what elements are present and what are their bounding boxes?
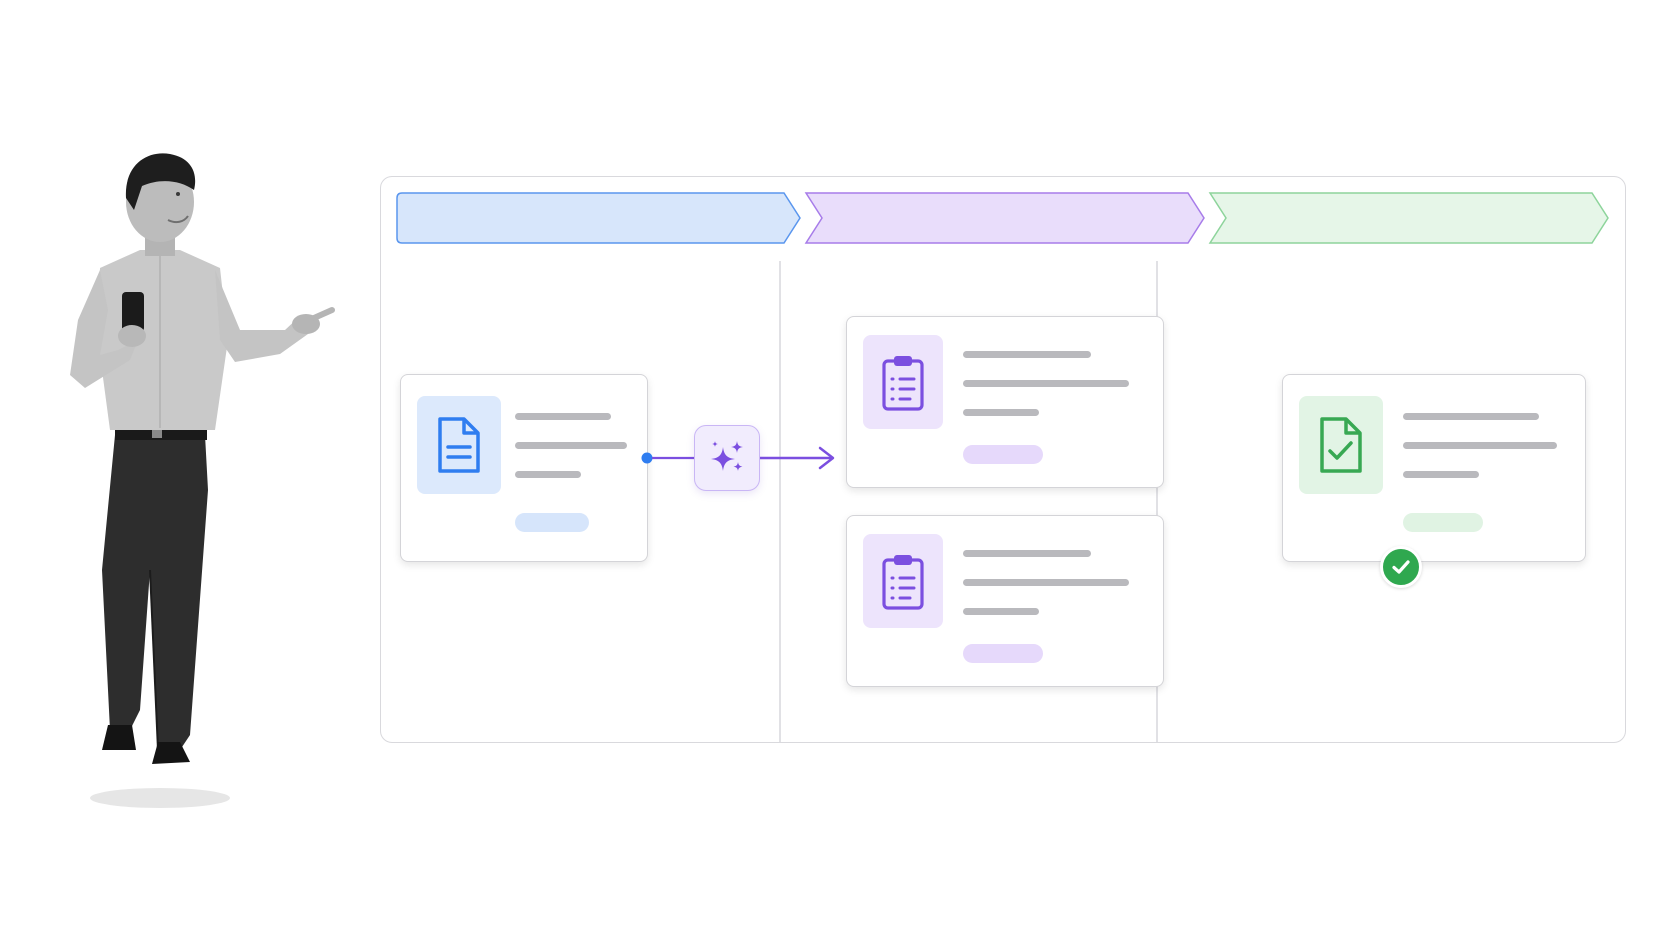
connector-dot [641,452,653,464]
status-pill [1403,513,1483,532]
document-icon [438,417,480,473]
stage-header-bar [396,192,1609,244]
document-check-icon [1320,417,1362,473]
clipboard-list-icon [882,356,924,411]
placeholder-line [515,442,627,449]
placeholder-line [515,471,581,478]
clipboard-list-icon [882,555,924,610]
card-ai-output-checklist-1[interactable] [846,316,1164,488]
card-source-document[interactable] [400,374,648,562]
card-approved-document[interactable] [1282,374,1586,562]
placeholder-line [515,413,611,420]
approved-check-badge [1380,546,1422,588]
sparkles-icon [711,441,743,471]
clipboard-icon-tile [863,534,943,628]
placeholder-line [963,351,1091,358]
check-icon [1392,560,1410,574]
placeholder-line [963,380,1129,387]
placeholder-line [963,608,1039,615]
status-pill [515,513,589,532]
clipboard-icon-tile [863,335,943,429]
placeholder-line [1403,442,1557,449]
placeholder-line [1403,413,1539,420]
column-divider [779,261,781,742]
placeholder-line [963,579,1129,586]
placeholder-line [963,550,1091,557]
placeholder-line [963,409,1039,416]
status-pill [963,644,1043,663]
placeholder-line [1403,471,1479,478]
arrow-head-icon [818,446,835,470]
card-ai-output-checklist-2[interactable] [846,515,1164,687]
status-pill [963,445,1043,464]
person-illustration [70,153,335,808]
stage-chevron-intake[interactable] [396,192,801,244]
document-icon-tile [417,396,501,494]
stage-chevron-ai-process[interactable] [804,192,1205,244]
document-check-icon-tile [1299,396,1383,494]
ai-process-node[interactable] [694,425,760,491]
stage-chevron-approved[interactable] [1208,192,1609,244]
column-divider [1156,261,1158,742]
flow-connector [641,446,835,470]
